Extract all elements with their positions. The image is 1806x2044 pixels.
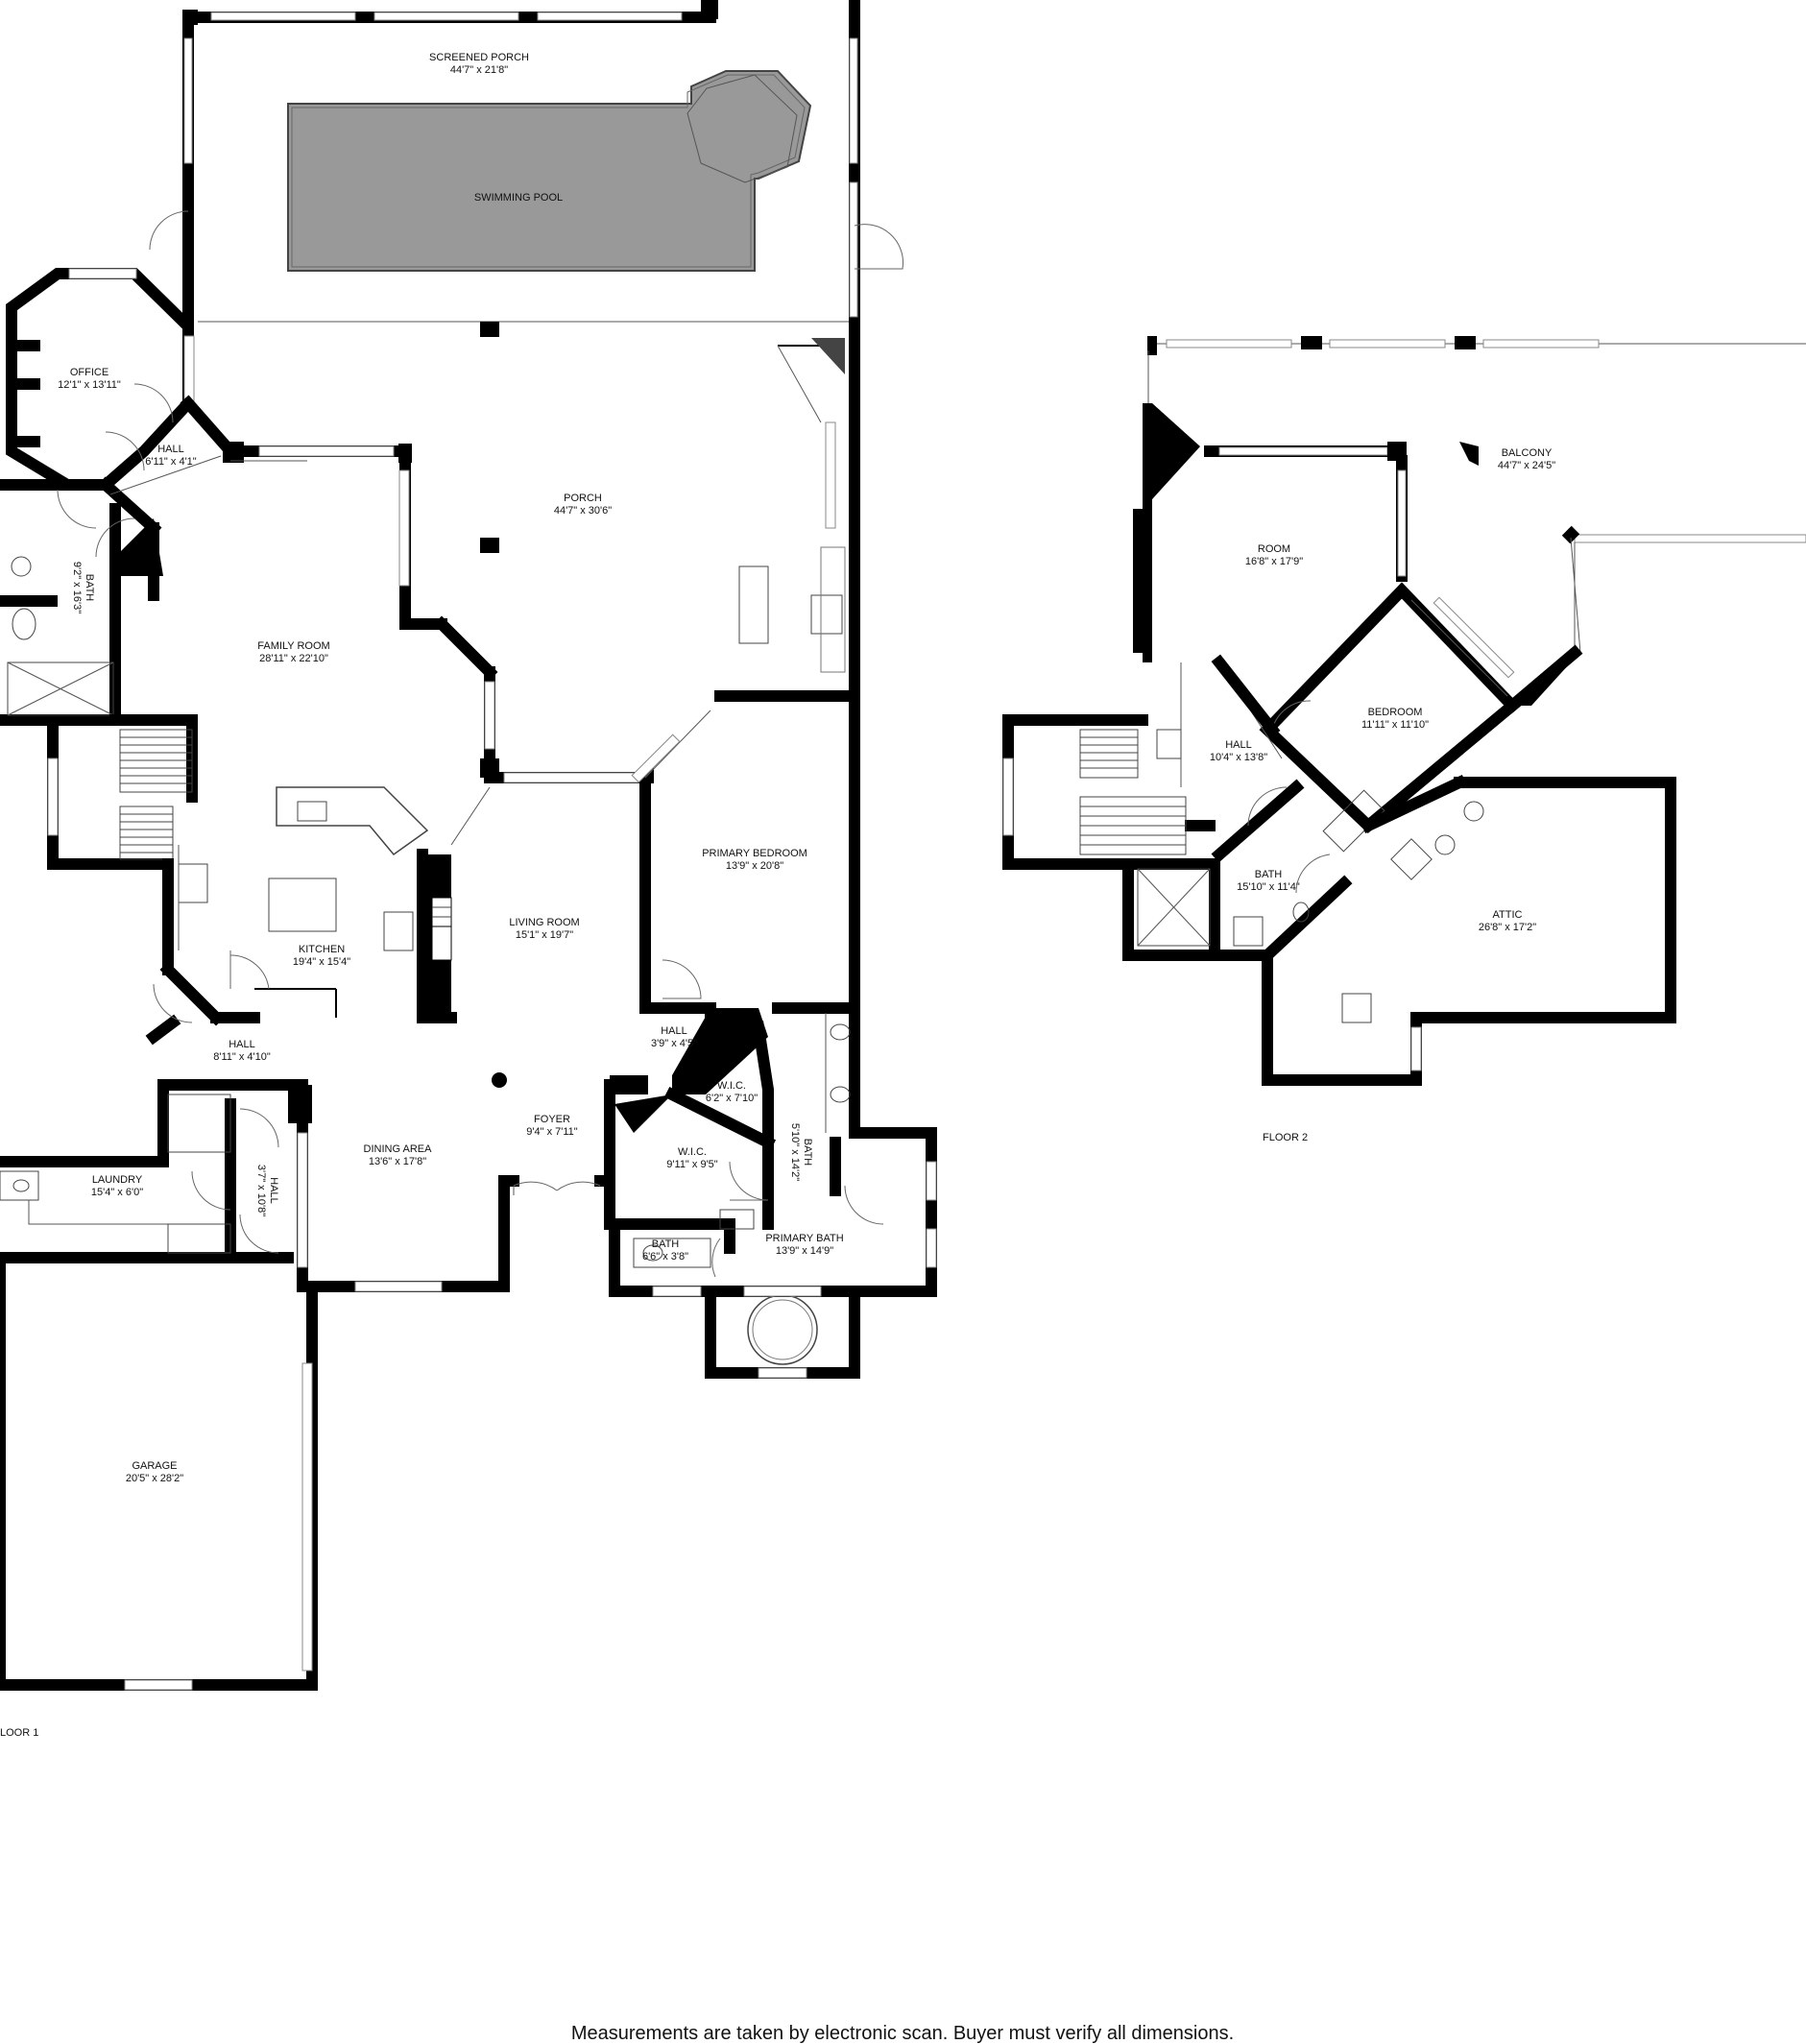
bedroom-floor2-walls xyxy=(1259,582,1583,834)
room-dims: 26'8" x 17'2" xyxy=(1479,922,1536,933)
wic-walls xyxy=(604,1008,777,1230)
room-dims: 13'9" x 20'8" xyxy=(726,860,783,872)
laundry-hall-walls xyxy=(0,983,303,1263)
room-label: BATH xyxy=(84,574,95,602)
room-label: BATH xyxy=(1255,869,1283,880)
room-dims: 19'4" x 15'4" xyxy=(293,956,350,968)
living-room-walls xyxy=(450,709,711,1088)
room-dims: 12'1" x 13'11" xyxy=(58,379,121,391)
room-labels-floor2: BALCONY 44'7" x 24'5" ROOM 16'8" x 17'9"… xyxy=(1210,447,1555,933)
room-label: BEDROOM xyxy=(1368,707,1423,718)
room-label: LIVING ROOM xyxy=(509,917,579,928)
garage-walls xyxy=(0,1252,318,1691)
floor-2-plan xyxy=(1002,336,1806,1086)
floor-1-label: LOOR 1 xyxy=(0,1727,38,1739)
room-label: ROOM xyxy=(1258,543,1290,555)
screened-porch-walls xyxy=(149,0,903,332)
room-label: SCREENED PORCH xyxy=(429,52,529,63)
room-label: BATH xyxy=(652,1238,680,1250)
room-dims: 6'11" x 4'1" xyxy=(145,456,196,468)
room-dims: 15'10" x 11'4" xyxy=(1237,881,1300,893)
room-label: PRIMARY BATH xyxy=(765,1233,843,1244)
room-dims: 44'7" x 30'6" xyxy=(554,505,612,517)
room-labels-floor1: SCREENED PORCH 44'7" x 21'8" SWIMMING PO… xyxy=(58,52,844,1484)
room-label: HALL xyxy=(157,444,184,455)
room-dims: 28'11" x 22'10" xyxy=(259,653,328,664)
stairs-floor1 xyxy=(47,714,198,870)
floor-1-plan xyxy=(0,0,937,1691)
bath-floor2-walls xyxy=(1122,779,1385,964)
room-dims: 15'1" x 19'7" xyxy=(516,929,573,941)
west-bath-walls xyxy=(0,479,163,726)
room-label: HALL xyxy=(1225,739,1252,751)
room-label: SWIMMING POOL xyxy=(474,192,563,204)
room-label: PORCH xyxy=(564,493,602,504)
room-dims: 6'2" x 7'10" xyxy=(706,1093,758,1104)
room-label: BALCONY xyxy=(1502,447,1553,459)
kitchen-walls xyxy=(159,786,457,1026)
room-dims: 16'8" x 17'9" xyxy=(1245,556,1303,567)
room-dims: 9'4" x 7'11" xyxy=(526,1126,577,1138)
room-dims: 11'11" x 11'10" xyxy=(1361,719,1429,731)
room-dims: 13'6" x 17'8" xyxy=(369,1156,426,1167)
office-walls xyxy=(6,268,195,491)
room-dims: 20'5" x 28'2" xyxy=(126,1473,183,1484)
room-dims: 3'9" x 4'5" xyxy=(651,1038,697,1049)
attic-walls xyxy=(1262,775,1676,1086)
room-label: HALL xyxy=(268,1177,279,1204)
room-label: W.I.C. xyxy=(678,1146,707,1158)
room-dims: 8'11" x 4'10" xyxy=(213,1051,271,1063)
room-label: GARAGE xyxy=(132,1460,177,1472)
family-room-walls xyxy=(148,444,499,778)
room-dims: 3'7" x 10'8" xyxy=(255,1165,267,1216)
tub-bay-walls xyxy=(705,1286,860,1379)
hall-floor2-walls xyxy=(1156,654,1283,787)
dining-foyer-walls xyxy=(288,1079,615,1292)
room-label: FAMILY ROOM xyxy=(257,640,329,652)
swimming-pool xyxy=(287,70,812,272)
room-label: W.I.C. xyxy=(717,1080,746,1092)
room-label: FOYER xyxy=(534,1114,570,1125)
porch-walls xyxy=(407,321,860,697)
stairs-floor2 xyxy=(1002,714,1216,870)
floor-2-label: FLOOR 2 xyxy=(1263,1132,1308,1143)
room-dims: 44'7" x 21'8" xyxy=(450,64,508,76)
room-dims: 44'7" x 24'5" xyxy=(1498,460,1555,471)
room-label: OFFICE xyxy=(70,367,108,378)
room-label: HALL xyxy=(661,1025,687,1037)
room-dims: 6'6" x 3'8" xyxy=(642,1251,688,1262)
room-label: HALL xyxy=(229,1039,255,1050)
room-floor2-walls xyxy=(1133,403,1408,662)
measurement-disclaimer: Measurements are taken by electronic sca… xyxy=(571,2023,1234,2044)
room-label: LAUNDRY xyxy=(92,1174,143,1186)
room-dims: 13'9" x 14'9" xyxy=(776,1245,833,1257)
room-dims: 5'10" x 14'2" xyxy=(789,1123,801,1181)
room-label: ATTIC xyxy=(1493,909,1523,921)
room-dims: 15'4" x 6'0" xyxy=(91,1187,143,1198)
room-label: KITCHEN xyxy=(299,944,345,955)
balcony-walls xyxy=(1147,336,1806,654)
room-dims: 10'4" x 13'8" xyxy=(1210,752,1267,763)
primary-bedroom-walls xyxy=(639,690,860,1139)
room-label: PRIMARY BEDROOM xyxy=(702,848,807,859)
room-label: DINING AREA xyxy=(364,1143,433,1155)
room-dims: 9'2" x 16'3" xyxy=(71,562,83,613)
room-label: BATH xyxy=(802,1139,813,1166)
room-dims: 9'11" x 9'5" xyxy=(666,1159,717,1170)
